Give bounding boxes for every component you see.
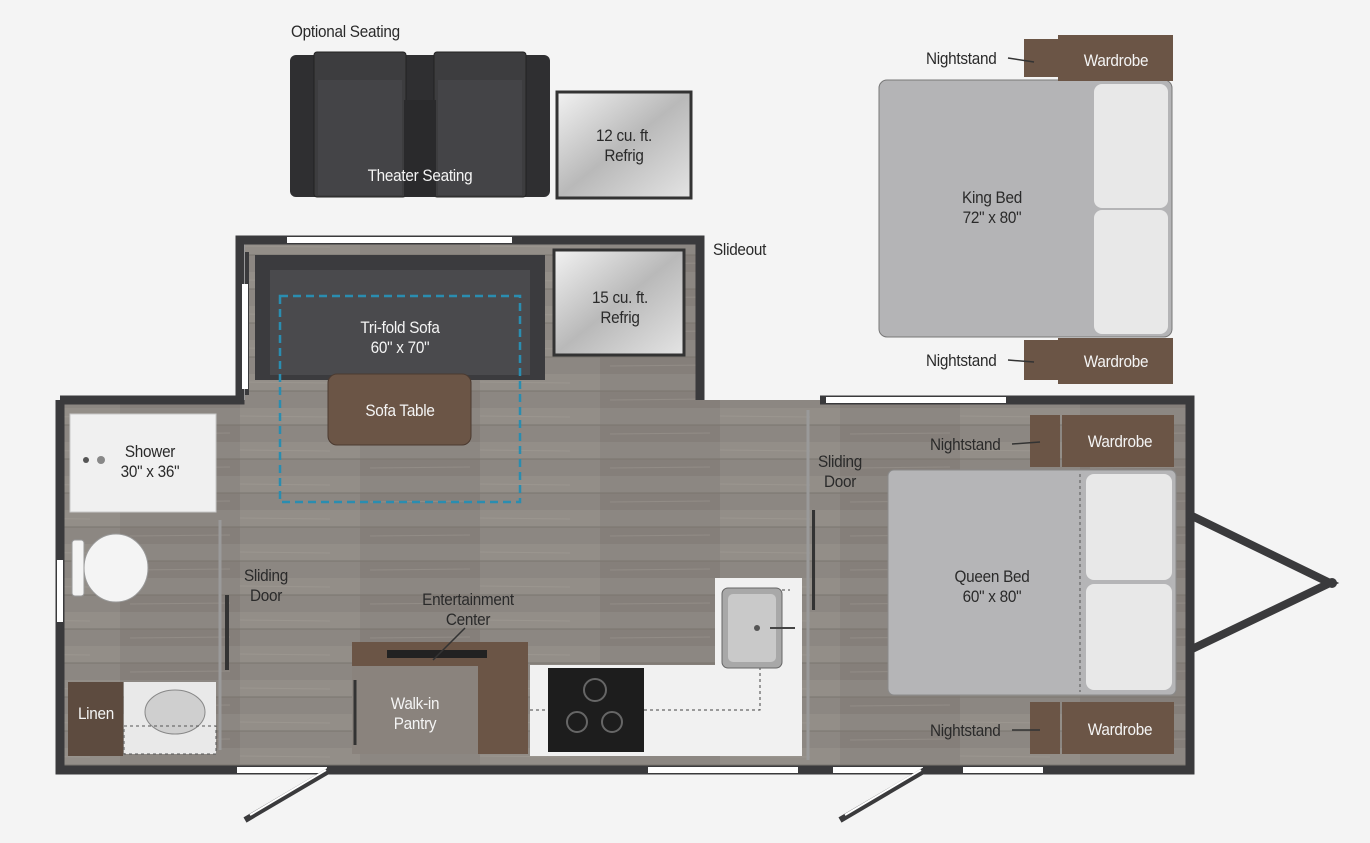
- wardrobe-bottom-king: [1058, 338, 1173, 384]
- nightstand-label-queen-top: Nightstand: [930, 435, 1001, 454]
- nightstand-label-queen-bottom: Nightstand: [930, 721, 1001, 740]
- slideout-label: Slideout: [713, 240, 767, 259]
- king-bed-label: King Bed 72" x 80": [962, 188, 1022, 227]
- stove-icon: [548, 668, 644, 752]
- wardrobe-label-king-bottom: Wardrobe: [1083, 352, 1149, 371]
- theater-seating: [290, 51, 550, 198]
- nightstand-bottom-king: [1024, 340, 1058, 380]
- wardrobe-top-queen: [1062, 415, 1174, 467]
- theater-seating-label: Theater Seating: [367, 166, 473, 185]
- nightstand-top-king: [1024, 39, 1058, 77]
- sofa-table-label: Sofa Table: [365, 401, 435, 420]
- queen-bed: [887, 469, 1177, 696]
- sliding-door-right-label: Sliding Door: [817, 452, 863, 491]
- walls: [55, 235, 1195, 775]
- linen-cabinet: [68, 682, 123, 756]
- shower-label: Shower 30" x 36": [120, 442, 180, 481]
- nightstand-label-king-bottom: Nightstand: [926, 351, 997, 370]
- trifold-sofa-label: Tri-fold Sofa 60" x 70": [360, 318, 440, 357]
- toilet-icon: [71, 533, 149, 603]
- refrig-15-label: 15 cu. ft. Refrig: [592, 288, 648, 327]
- king-bed: [878, 79, 1173, 338]
- refrig-15: [552, 248, 686, 357]
- optional-seating-label: Optional Seating: [291, 22, 400, 41]
- hitch-icon: [1188, 511, 1340, 654]
- wardrobe-label-king-top: Wardrobe: [1083, 51, 1149, 70]
- wardrobe-bottom-queen: [1062, 702, 1174, 754]
- nightstand-bottom-queen: [1030, 702, 1060, 754]
- sliding-door-left-label: Sliding Door: [243, 566, 289, 605]
- bathroom-sink-icon: [144, 689, 206, 735]
- refrig-12-label: 12 cu. ft. Refrig: [596, 126, 652, 165]
- entertainment-center-label: Entertainment Center: [422, 590, 514, 629]
- trifold-sofa: [255, 255, 545, 504]
- queen-bed-label: Queen Bed 60" x 80": [954, 567, 1030, 606]
- windows: [57, 237, 1043, 773]
- linen-label: Linen: [77, 704, 115, 723]
- refrig-12: [555, 90, 693, 200]
- walkin-pantry-label: Walk-in Pantry: [390, 694, 440, 733]
- sofa-table: [327, 373, 472, 446]
- nightstand-label-king-top: Nightstand: [926, 49, 997, 68]
- wardrobe-label-queen-bottom: Wardrobe: [1087, 720, 1153, 739]
- entry-doors: [243, 767, 927, 823]
- nightstand-top-queen: [1030, 415, 1060, 467]
- wardrobe-label-queen-top: Wardrobe: [1087, 432, 1153, 451]
- wardrobe-top-king: [1058, 35, 1173, 81]
- shower: [69, 413, 217, 513]
